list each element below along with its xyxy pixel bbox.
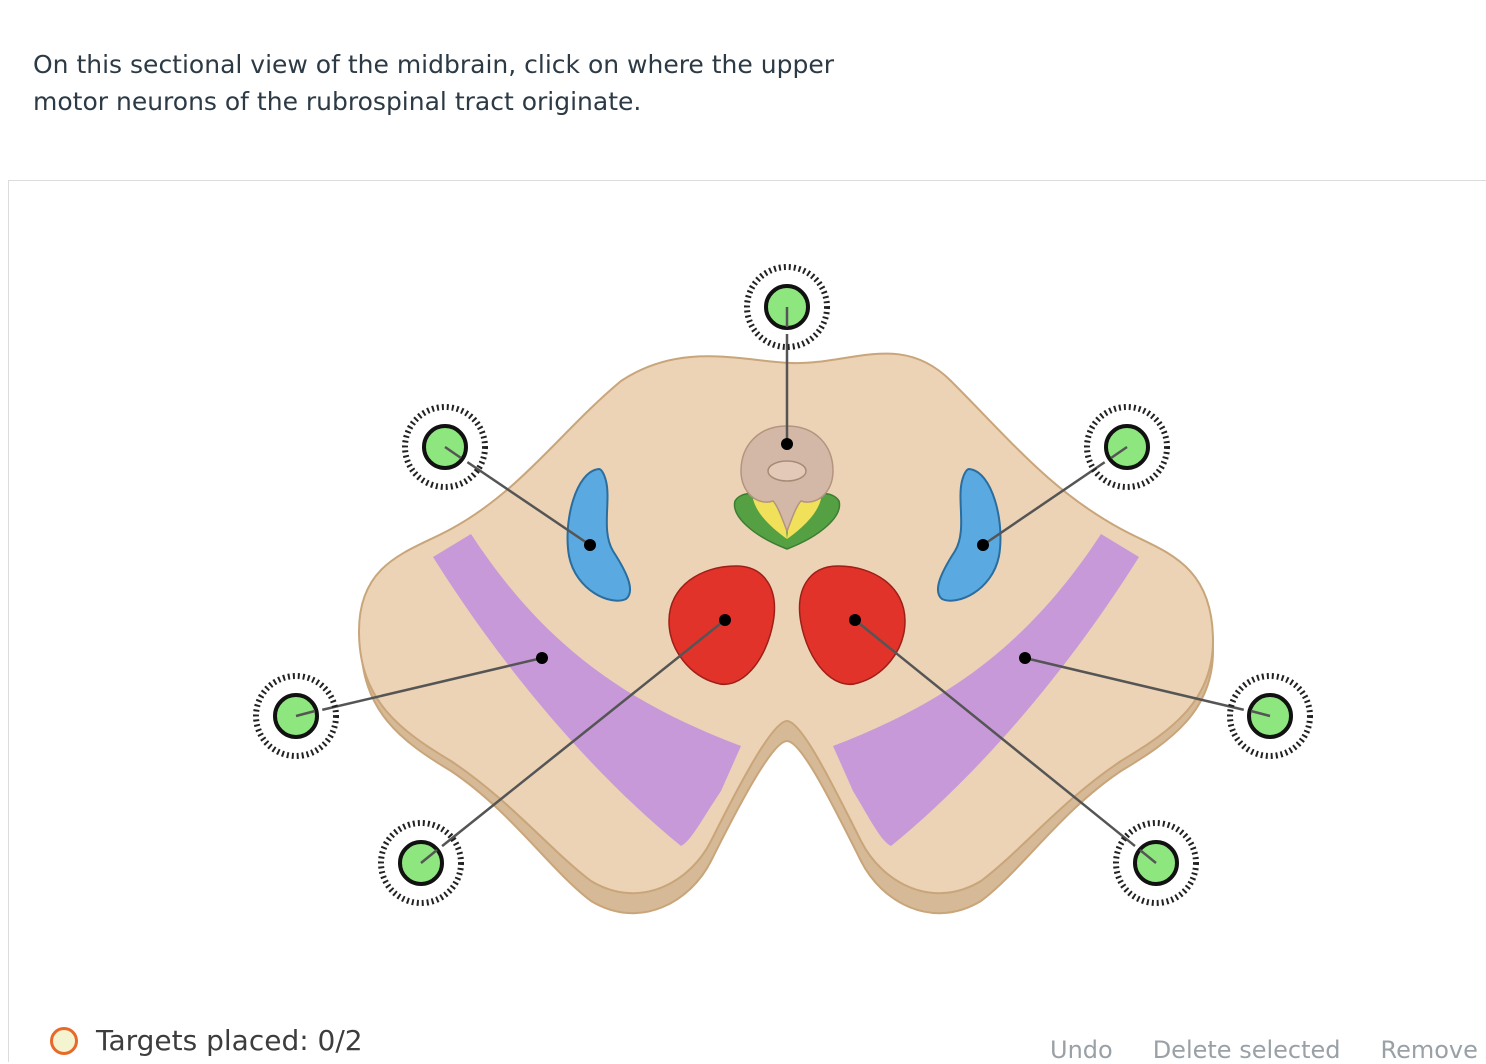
undo-button[interactable]: Undo — [1050, 1036, 1113, 1064]
question-prompt: On this sectional view of the midbrain, … — [33, 46, 913, 120]
previous-question-remnant: ▁▁▁▁▁▁▁▁▁▁▁▁▁▁▁▁▁▁▁▁▁ — [110, 0, 630, 4]
remove-all-button[interactable]: Remove All — [1381, 1036, 1486, 1064]
target-marker-lower-left[interactable] — [381, 823, 461, 903]
click-target-area[interactable] — [8, 180, 1486, 1062]
action-toolbar: Undo Delete selected Remove All — [1050, 1036, 1486, 1064]
aqueduct[interactable] — [768, 461, 806, 481]
target-marker-upper-left[interactable] — [405, 407, 485, 487]
targets-placed-label: Targets placed: 0/2 — [96, 1024, 363, 1057]
target-marker-upper-right[interactable] — [1087, 407, 1167, 487]
status-circle-icon — [50, 1027, 78, 1055]
delete-selected-button[interactable]: Delete selected — [1153, 1036, 1341, 1064]
target-marker-lower-right[interactable] — [1116, 823, 1196, 903]
midbrain-section-diagram[interactable] — [9, 181, 1486, 1063]
target-marker-mid-left[interactable] — [256, 676, 336, 756]
targets-status: Targets placed: 0/2 — [50, 1024, 363, 1057]
target-marker-mid-right[interactable] — [1230, 676, 1310, 756]
